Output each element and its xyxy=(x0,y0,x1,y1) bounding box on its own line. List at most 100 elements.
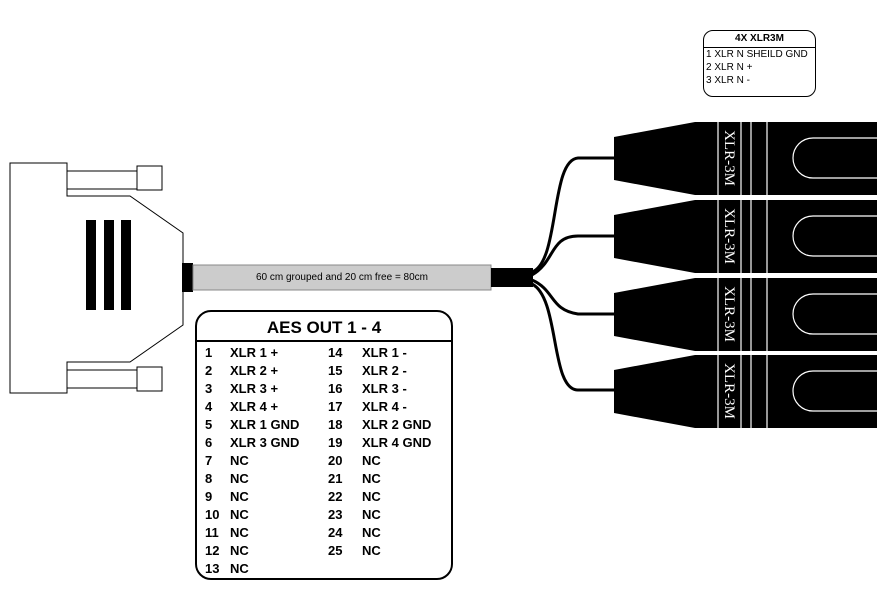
pin-number: 9 xyxy=(205,489,213,504)
xlr-body xyxy=(695,278,877,351)
fan-out-wires xyxy=(531,156,614,392)
wire-1 xyxy=(531,156,614,274)
pin-row: 22 NC xyxy=(328,488,431,506)
pin-number: 18 xyxy=(328,417,343,432)
pin-signal: NC xyxy=(362,453,381,468)
db25-pin-bar-1 xyxy=(86,220,96,310)
pin-signal: NC xyxy=(230,471,249,486)
pin-signal: NC xyxy=(362,525,381,540)
pin-row: 13 NC xyxy=(205,560,299,578)
wire-4 xyxy=(531,282,614,392)
pin-signal: XLR 1 - xyxy=(362,345,407,360)
pin-row: 8 NC xyxy=(205,470,299,488)
xlr-label: XLR-3M xyxy=(721,286,737,342)
thumb-screw-bottom-head xyxy=(136,366,163,392)
pin-number: 3 xyxy=(205,381,213,396)
pin-signal: XLR 2 GND xyxy=(362,417,432,432)
wire-2 xyxy=(531,234,614,277)
pin-number: 22 xyxy=(328,489,343,504)
xlr-label: XLR-3M xyxy=(721,130,737,186)
pin-number: 21 xyxy=(328,471,343,486)
db25-strain-relief xyxy=(182,263,193,292)
xlr-pin-legend: 4X XLR3M 1 XLR N SHEILD GND 2 XLR N + 3 … xyxy=(703,30,816,97)
pin-number: 16 xyxy=(328,381,343,396)
pin-row: 14 XLR 1 - xyxy=(328,344,431,362)
xlr-body xyxy=(695,355,877,428)
pin-row: 16 XLR 3 - xyxy=(328,380,431,398)
pin-number: 6 xyxy=(205,435,213,450)
pin-number: 17 xyxy=(328,399,343,414)
pin-signal: NC xyxy=(230,453,249,468)
pin-signal: XLR 3 - xyxy=(362,381,407,396)
pin-row: 10 NC xyxy=(205,506,299,524)
pin-row: 9 NC xyxy=(205,488,299,506)
pin-number: 4 xyxy=(205,399,213,414)
pin-row: 5 XLR 1 GND xyxy=(205,416,299,434)
xlr-body xyxy=(695,200,877,273)
pin-signal: NC xyxy=(362,489,381,504)
pin-number: 15 xyxy=(328,363,343,378)
pin-signal: XLR 3 GND xyxy=(230,435,300,450)
pin-row: 24 NC xyxy=(328,524,431,542)
pin-number: 10 xyxy=(205,507,220,522)
xlr-label: XLR-3M xyxy=(721,208,737,264)
pin-signal: XLR 1 GND xyxy=(230,417,300,432)
pin-signal: NC xyxy=(362,543,381,558)
pin-row: 17 XLR 4 - xyxy=(328,398,431,416)
cable-length-label: 60 cm grouped and 20 cm free = 80cm xyxy=(255,272,429,283)
legend-line: 3 XLR N - xyxy=(706,75,750,86)
pin-number: 1 xyxy=(205,345,213,360)
pin-signal: NC xyxy=(362,507,381,522)
pin-number: 11 xyxy=(205,525,219,540)
pin-row: 11 NC xyxy=(205,524,299,542)
pin-number: 13 xyxy=(205,561,220,576)
xlr-boot xyxy=(614,355,695,428)
db25-pin-bar-2 xyxy=(104,220,114,310)
pin-number: 8 xyxy=(205,471,213,486)
pinout-title: AES OUT 1 - 4 xyxy=(197,312,451,342)
xlr-connector-1: XLR-3M xyxy=(614,122,877,195)
db25-pin-bar-3 xyxy=(121,220,131,310)
pin-number: 2 xyxy=(205,363,213,378)
pin-signal: NC xyxy=(230,489,249,504)
pin-number: 24 xyxy=(328,525,343,540)
pin-row: 6 XLR 3 GND xyxy=(205,434,299,452)
xlr-connector-4: XLR-3M xyxy=(614,355,877,428)
pin-row: 18 XLR 2 GND xyxy=(328,416,431,434)
wire-3 xyxy=(531,278,614,316)
pin-signal: XLR 4 - xyxy=(362,399,407,414)
thumb-screw-bottom-shaft xyxy=(66,369,138,389)
pin-number: 25 xyxy=(328,543,343,558)
pin-signal: XLR 2 + xyxy=(230,363,279,378)
pin-row: 2 XLR 2 + xyxy=(205,362,299,380)
xlr-boot xyxy=(614,122,695,195)
xlr-connector-3: XLR-3M xyxy=(614,278,877,351)
pin-signal: XLR 3 + xyxy=(230,381,279,396)
pin-signal: NC xyxy=(230,525,249,540)
pin-number: 7 xyxy=(205,453,213,468)
legend-line: 1 XLR N SHEILD GND xyxy=(706,49,808,60)
legend-title: 4X XLR3M xyxy=(704,31,815,48)
pin-signal: NC xyxy=(230,507,249,522)
pin-number: 5 xyxy=(205,417,213,432)
cable-breakout xyxy=(491,268,533,287)
pin-signal: NC xyxy=(230,543,249,558)
pin-row: 3 XLR 3 + xyxy=(205,380,299,398)
pin-number: 14 xyxy=(328,345,343,360)
pin-number: 23 xyxy=(328,507,343,522)
xlr-body xyxy=(695,122,877,195)
pin-signal: NC xyxy=(230,561,249,576)
db25-shell xyxy=(9,162,184,394)
pin-signal: XLR 4 GND xyxy=(362,435,432,450)
xlr-connector-2: XLR-3M xyxy=(614,200,877,273)
legend-line: 2 XLR N + xyxy=(706,62,753,73)
